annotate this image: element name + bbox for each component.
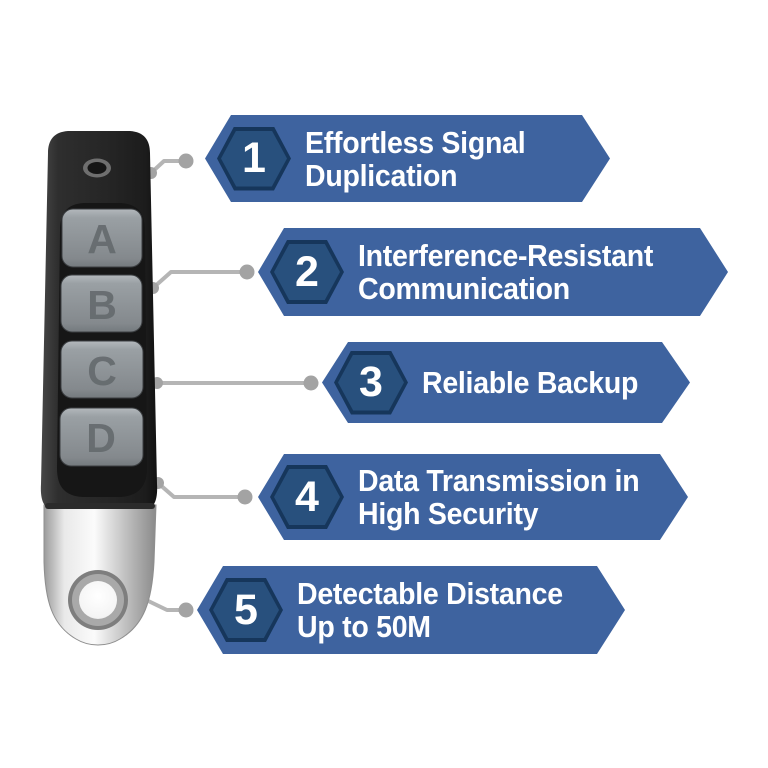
button-d-label: D <box>86 415 116 461</box>
feature-banner-1: 1 Effortless Signal Duplication <box>205 115 610 202</box>
feature-2-title-line-1: Interference-Resistant <box>358 238 654 273</box>
connector-1 <box>145 153 194 179</box>
feature-5-number-badge: 5 <box>209 578 283 642</box>
button-a[interactable] <box>61 208 143 268</box>
feature-1-title-line-2: Duplication <box>305 157 458 193</box>
feature-3-number-badge: 3 <box>334 351 408 415</box>
button-d[interactable] <box>59 407 144 467</box>
connector-1-end-dot <box>178 153 194 169</box>
feature-banner-5: 5 Detectable Distance Up to 50M <box>197 566 625 654</box>
connector-2-end-dot <box>239 264 255 280</box>
feature-5-title-line-1: Detectable Distance <box>297 576 563 611</box>
feature-1-title: Effortless Signal Duplication <box>305 126 525 192</box>
button-c[interactable] <box>60 340 144 399</box>
connector-3 <box>151 375 319 391</box>
keyring-hole <box>79 581 117 619</box>
feature-2-title: Interference-Resistant Communication <box>358 239 653 305</box>
button-letters: A B C D <box>86 216 117 461</box>
feature-3-title-line-1: Reliable Backup <box>422 365 639 400</box>
button-b-label: B <box>87 282 117 328</box>
connector-4-end-dot <box>237 489 253 505</box>
connector-3-end-dot <box>303 375 319 391</box>
remote-buttons <box>59 208 144 467</box>
feature-3-number: 3 <box>359 358 383 406</box>
button-b[interactable] <box>60 274 143 333</box>
feature-5-number: 5 <box>234 585 258 634</box>
remote-fob: A B C D <box>40 131 158 646</box>
button-c-label: C <box>87 348 117 394</box>
button-a-label: A <box>87 216 117 262</box>
feature-1-title-line-1: Effortless Signal <box>305 124 526 160</box>
feature-banner-2: 2 Interference-Resistant Communication <box>258 228 728 316</box>
feature-2-title-line-2: Communication <box>358 271 570 306</box>
feature-2-number-badge: 2 <box>270 240 344 304</box>
feature-banner-3: 3 Reliable Backup <box>322 342 690 423</box>
feature-banner-4: 4 Data Transmission in High Security <box>258 454 688 540</box>
feature-4-title: Data Transmission in High Security <box>358 464 639 530</box>
feature-4-title-line-2: High Security <box>358 496 539 531</box>
connector-lines <box>134 153 319 618</box>
feature-1-number-badge: 1 <box>217 127 291 191</box>
feature-3-title: Reliable Backup <box>422 366 638 399</box>
connector-5-end-dot <box>178 602 194 618</box>
led-hole <box>87 162 107 174</box>
feature-4-number: 4 <box>295 472 319 521</box>
body-chrome-seam <box>45 503 155 509</box>
feature-1-number: 1 <box>242 134 266 182</box>
feature-4-number-badge: 4 <box>270 465 344 529</box>
feature-2-number: 2 <box>295 247 319 296</box>
connector-4 <box>152 477 253 505</box>
connector-2 <box>147 264 255 294</box>
feature-5-title: Detectable Distance Up to 50M <box>297 577 563 643</box>
feature-4-title-line-1: Data Transmission in <box>358 463 640 498</box>
feature-5-title-line-2: Up to 50M <box>297 609 431 644</box>
